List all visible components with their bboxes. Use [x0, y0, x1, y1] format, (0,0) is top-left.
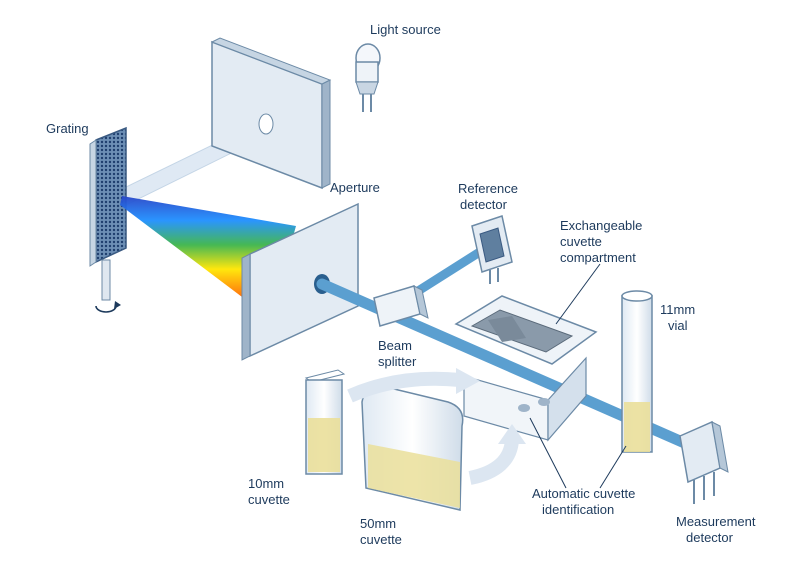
label-cuvette-50mm: 50mm cuvette [360, 516, 402, 547]
light-source-lamp [355, 43, 381, 112]
beam-splitter [373, 285, 429, 327]
label-grating: Grating [46, 121, 89, 136]
cuvette-10mm [304, 369, 346, 475]
label-beam-splitter: Beam splitter [378, 338, 417, 369]
leader-auto-id-2 [599, 445, 627, 489]
cuvette-compartment [454, 295, 598, 442]
label-light-source: Light source [370, 22, 441, 37]
label-vial-11mm: 11mm vial [660, 302, 699, 333]
vial-11mm [621, 290, 653, 453]
upper-aperture-panel [210, 37, 332, 190]
measurement-detector [679, 420, 729, 504]
leader-auto-id-1 [529, 417, 567, 489]
cuvette-50mm [361, 387, 464, 511]
swap-arrow-upper [347, 371, 461, 403]
label-exchangeable-compartment: Exchangeable cuvette compartment [560, 218, 646, 265]
leader-compartment [555, 263, 601, 325]
swap-arrow-lower [468, 439, 519, 485]
grating [89, 126, 127, 313]
label-cuvette-10mm: 10mm cuvette [248, 476, 290, 507]
label-reference-detector: Reference detector [458, 181, 522, 212]
label-auto-identification: Automatic cuvette identification [532, 486, 639, 517]
reference-detector [471, 215, 513, 284]
label-measurement-detector: Measurement detector [676, 514, 759, 545]
lower-aperture-panel [241, 202, 359, 361]
swap-arrow-upper-head [456, 368, 480, 394]
label-aperture: Aperture [330, 180, 380, 195]
swap-arrow-lower-head [498, 424, 526, 444]
